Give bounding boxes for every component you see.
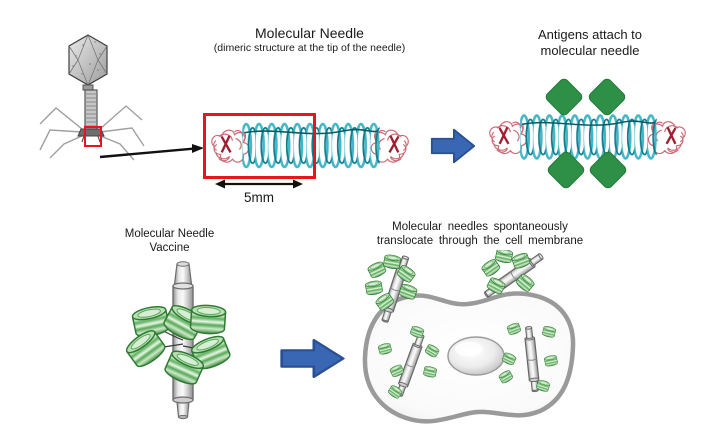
antigen-caption-line1: Antigens attach to — [537, 27, 643, 42]
needle-title: Molecular Needle — [255, 25, 364, 41]
needle-title-block: Molecular Needle (dimeric structure at t… — [192, 24, 427, 55]
needle-subtitle: (dimeric structure at the tip of the nee… — [213, 42, 406, 54]
antigen-caption-line2: molecular needle — [540, 43, 640, 58]
arrow-right-icon — [430, 127, 476, 165]
phage-head-speckle — [72, 41, 101, 75]
scale-label: 5mm — [244, 190, 274, 205]
phage-tail-fibers — [39, 105, 145, 161]
antigen-diamond-icon — [586, 76, 628, 118]
bacteriophage-illustration — [39, 34, 145, 161]
antigen-caption: Antigens attach to molecular needle — [500, 27, 680, 59]
phage-head — [68, 34, 108, 86]
vaccine-caption: Molecular Needle Vaccine — [102, 228, 237, 255]
cell-caption-line2: translocate through the cell membrane — [376, 234, 584, 247]
vaccine-caption-line2: Vaccine — [149, 241, 190, 254]
cell-caption: Molecular needles spontaneously transloc… — [355, 221, 605, 248]
needle-cylinder — [172, 261, 194, 420]
zoom-pointer-arrow-icon — [99, 144, 204, 159]
needle-with-antigens-illustration — [485, 76, 690, 191]
antigen-diamond-icon — [543, 76, 585, 118]
scale-bar — [215, 179, 303, 189]
arrow-right-icon — [279, 337, 346, 380]
cell-illustration — [362, 250, 576, 424]
highlight-box — [203, 113, 316, 179]
phage-tail-spikes — [81, 135, 101, 143]
antigen-cylinder-icon — [189, 303, 227, 336]
phage-tip-highlight-box — [84, 126, 102, 147]
nucleus-highlight — [455, 341, 483, 357]
vaccine-illustration — [126, 261, 233, 420]
phage-collar — [82, 84, 94, 91]
vaccine-caption-line1: Molecular Needle — [124, 228, 215, 240]
phage-head-facets — [68, 34, 108, 86]
cell-caption-line1: Molecular needles spontaneously — [392, 221, 568, 233]
